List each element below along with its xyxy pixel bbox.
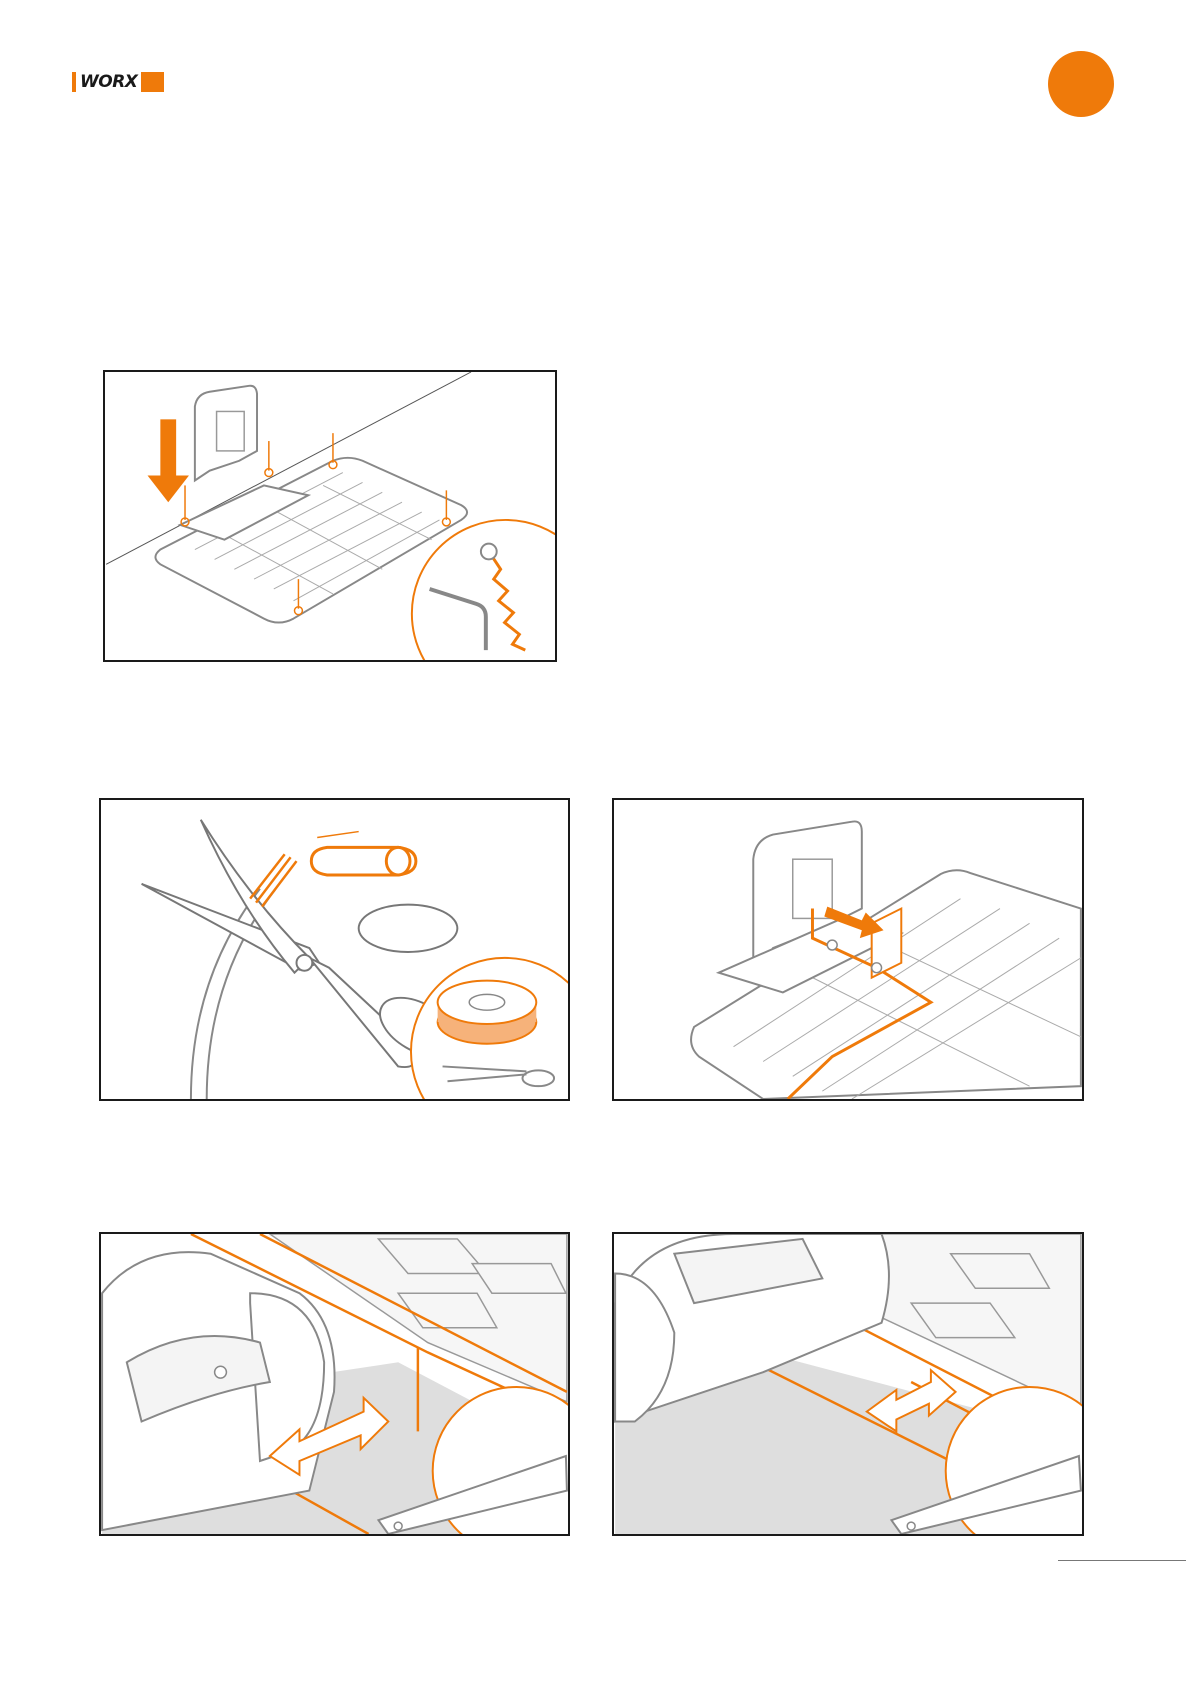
- base-plate-icon: [691, 870, 1081, 1099]
- figure-cut-wire: [99, 798, 570, 1101]
- logo-wordmark: WORX: [76, 72, 141, 92]
- wire-end-icon: [311, 832, 416, 875]
- page-number-dot: [1048, 51, 1114, 117]
- mower-icon: [102, 1252, 334, 1530]
- figure-mower-distance-right: [612, 1232, 1084, 1536]
- wire-spool-icon: [411, 958, 568, 1099]
- figure-mower-distance-left: [99, 1232, 570, 1536]
- figure-connect-wire: [612, 798, 1084, 1101]
- brand-logo: WORX: [72, 72, 164, 92]
- down-arrow-icon: [148, 419, 189, 502]
- detail-zoom-circle: [412, 520, 555, 660]
- figure-station-mount: [103, 370, 557, 662]
- footer-rule: [1058, 1560, 1186, 1561]
